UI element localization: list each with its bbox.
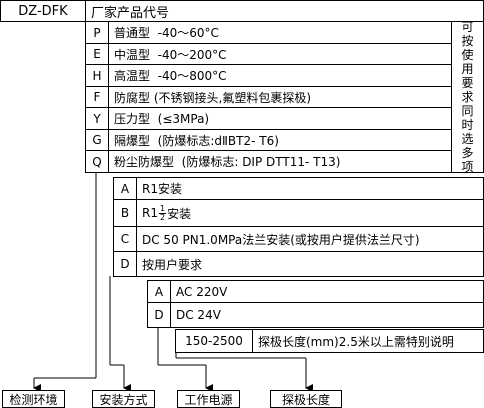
env-note: 可 按 使 用 要 求 同 时 选 多 项 (451, 20, 484, 174)
legend-installation: 安装方式 (92, 390, 155, 408)
env-code: G (85, 129, 109, 151)
env-code: E (85, 43, 109, 65)
env-code: Q (85, 150, 109, 173)
env-code: F (85, 86, 109, 108)
install-code: D (113, 251, 137, 277)
env-desc: 压力型 (≤3MPa) (108, 107, 452, 130)
install-code: C (113, 226, 137, 252)
length-range: 150-2500 (175, 329, 253, 353)
power-code: D (147, 302, 171, 328)
env-desc: 粉尘防爆型 (防爆标志: DIP DTT11- T13) (108, 150, 452, 173)
env-code: H (85, 64, 109, 87)
power-desc: AC 220V (170, 280, 484, 303)
install-desc: DC 50 PN1.0MPa法兰安装(或按用户提供法兰尺寸) (136, 226, 484, 252)
legend-length: 探极长度 (270, 390, 342, 408)
length-desc: 探极长度(mm)2.5米以上需特别说明 (252, 329, 484, 353)
header-title: 厂家产品代号 (85, 0, 484, 22)
install-desc: R1安装 (136, 177, 484, 200)
env-desc: 中温型 -40～200°C (108, 43, 452, 65)
model-code: DZ-DFK (0, 0, 86, 22)
power-code: A (147, 280, 171, 303)
env-code: Y (85, 107, 109, 130)
install-code: A (113, 177, 137, 200)
env-desc: 防腐型 (不锈钢接头,氟塑料包裹探极) (108, 86, 452, 108)
legend-power: 工作电源 (177, 390, 240, 408)
install-desc: 按用户要求 (136, 251, 484, 277)
env-desc: 隔爆型 (防爆标志:dⅡBT2- T6) (108, 129, 452, 151)
env-desc: 普通型 -40～60°C (108, 21, 452, 44)
install-code: B (113, 199, 137, 227)
power-desc: DC 24V (170, 302, 484, 328)
env-code: P (85, 21, 109, 44)
legend-environment: 检测环境 (2, 390, 65, 408)
env-desc: 高温型 -40～800°C (108, 64, 452, 87)
